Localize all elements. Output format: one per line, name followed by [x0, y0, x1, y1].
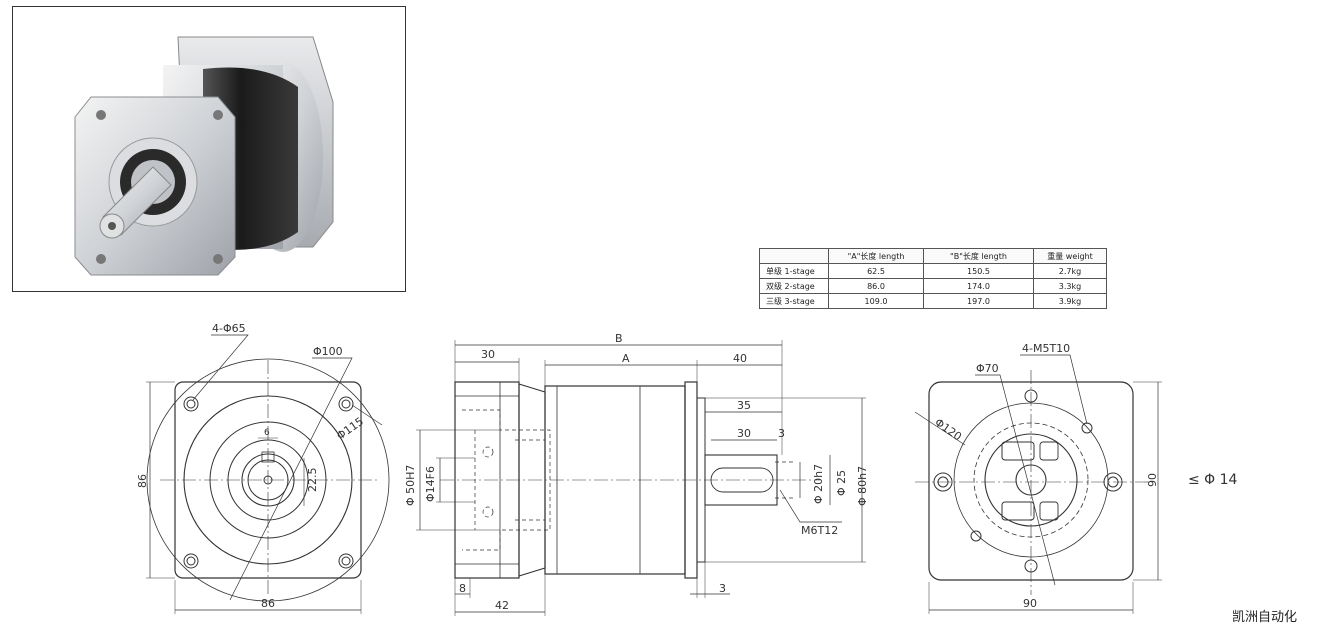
front-pilot-label: Φ100	[313, 345, 343, 358]
side-bore-label: Φ 50H7	[404, 465, 417, 506]
side-shoulder-d-label: Φ 25	[835, 470, 848, 496]
front-holes-label: 4-Φ65	[212, 322, 246, 335]
rear-inner-label: Φ70	[976, 362, 999, 375]
gearbox-photo-icon	[74, 36, 334, 276]
table-row: 三级 3-stage 109.0 197.0 3.9kg	[759, 293, 1107, 309]
front-key-label: 6	[264, 428, 270, 438]
side-42-label: 42	[495, 599, 509, 612]
front-width-label: 86	[261, 597, 275, 610]
brand-watermark: 凯洲自动化	[1232, 610, 1298, 625]
rear-height-label: 90	[1146, 473, 1159, 487]
table-cell: 197.0	[923, 293, 1034, 309]
side-input-label: Φ14F6	[424, 466, 437, 502]
side-3-top-label: 3	[778, 427, 785, 440]
spec-table-header: "A"长度 length "B"长度 length 重量 weight	[759, 248, 1107, 264]
spec-header-cell: 重量 weight	[1033, 248, 1107, 264]
side-view	[416, 340, 866, 616]
table-row: 单级 1-stage 62.5 150.5 2.7kg	[759, 263, 1107, 279]
front-shaft-height-label: 22.5	[306, 468, 319, 493]
table-cell: 3.9kg	[1033, 293, 1107, 309]
side-3-bottom-label: 3	[719, 582, 726, 595]
side-35-label: 35	[737, 399, 751, 412]
front-height-label: 86	[136, 474, 149, 488]
side-thread-label: M6T12	[801, 524, 838, 537]
table-cell: 109.0	[828, 293, 924, 309]
rear-shaft-note: ≤ Φ 14	[1188, 472, 1238, 488]
side-shaft-d-label: Φ 20h7	[812, 464, 825, 504]
side-40-label: 40	[733, 352, 747, 365]
spec-header-cell: "A"长度 length	[828, 248, 924, 264]
spec-table: "A"长度 length "B"长度 length 重量 weight 单级 1…	[759, 248, 1107, 309]
side-8-label: 8	[459, 582, 466, 595]
rear-pcd-label: Φ120	[932, 416, 964, 444]
front-view	[146, 334, 390, 614]
product-photo-frame	[12, 6, 406, 292]
side-B-label: B	[615, 332, 623, 345]
table-row: 双级 2-stage 86.0 174.0 3.3kg	[759, 278, 1107, 294]
rear-width-label: 90	[1023, 597, 1037, 610]
side-30-label: 30	[481, 348, 495, 361]
rear-threads-label: 4-M5T10	[1022, 342, 1070, 355]
rear-view	[914, 354, 1162, 614]
side-spigot-d-label: Φ 80h7	[856, 466, 869, 506]
side-A-label: A	[622, 352, 630, 365]
table-cell: 三级 3-stage	[759, 293, 829, 309]
side-30-shaft-label: 30	[737, 427, 751, 440]
